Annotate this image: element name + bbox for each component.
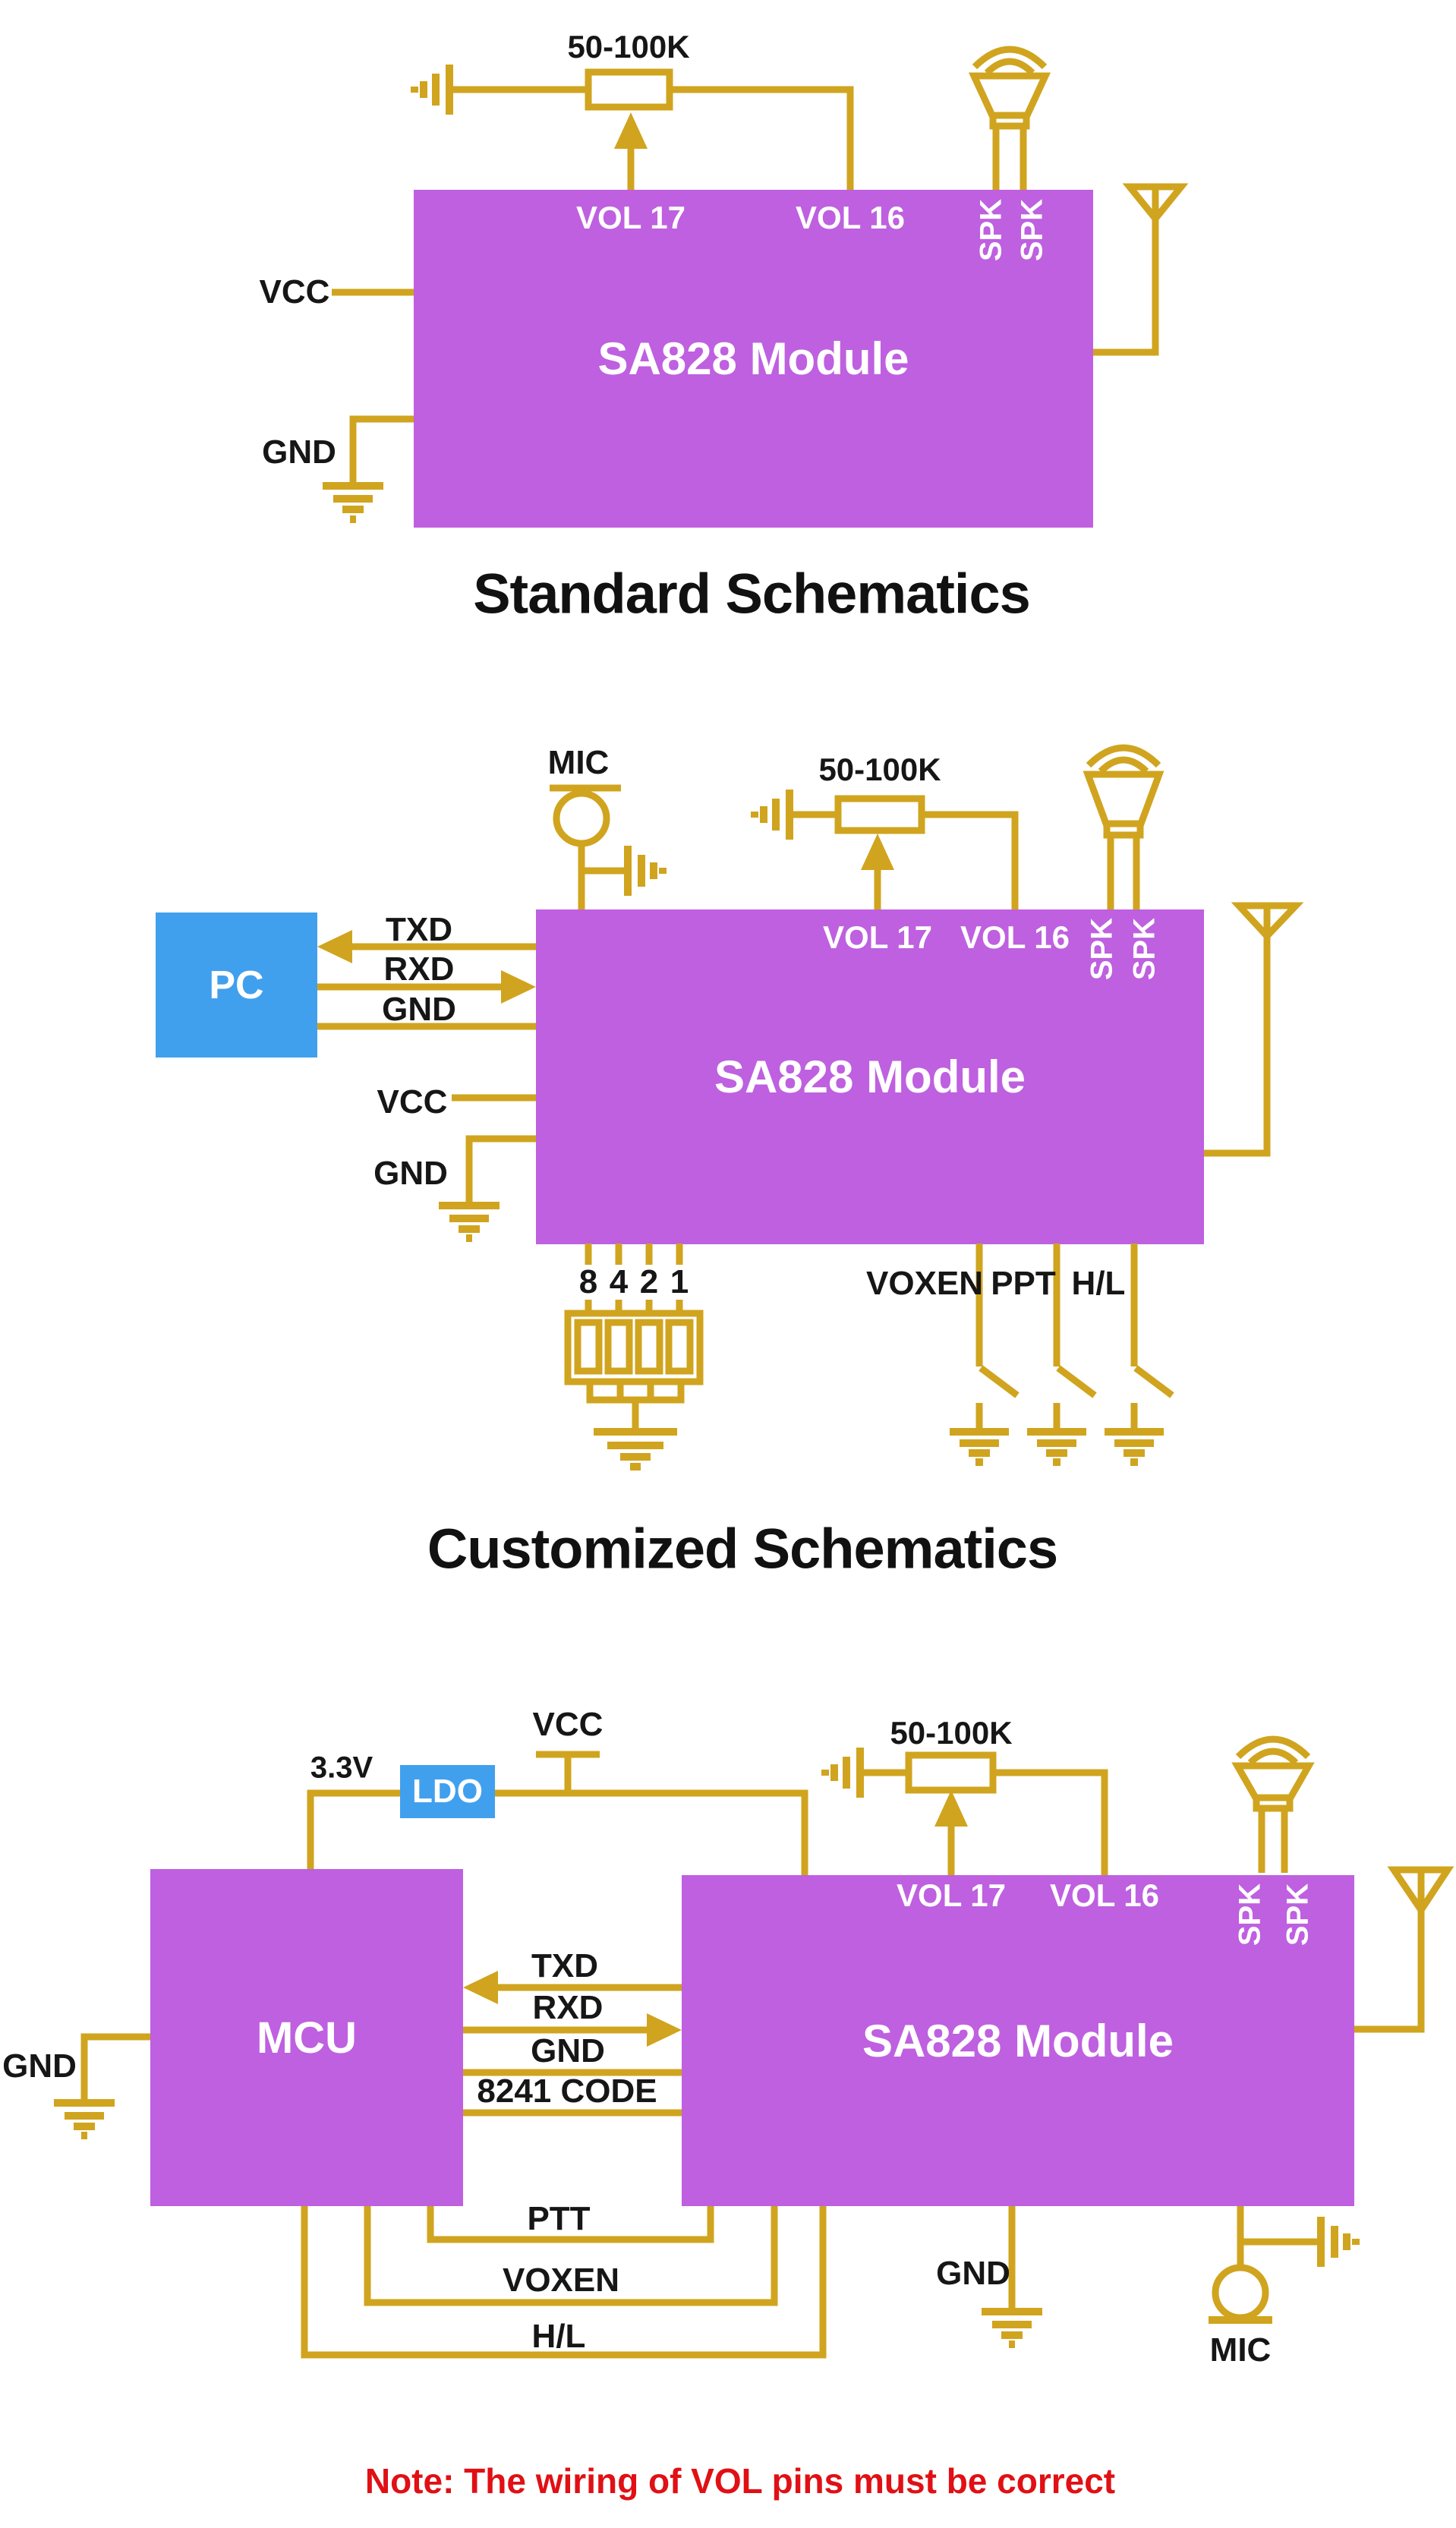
customized-rxd-label: RXD	[383, 950, 455, 988]
standard-module-label: SA828 Module	[597, 333, 909, 384]
gnd-left-wire	[80, 2033, 150, 2103]
pot-ground-icon	[411, 65, 453, 115]
mcu-pot-label: 50-100K	[890, 1715, 1013, 1751]
gnd-wire	[465, 1135, 536, 1206]
antenna-icon	[1354, 1866, 1454, 2033]
antenna-icon	[1093, 183, 1189, 356]
mcu-spk1-pin: SPK	[1233, 1883, 1267, 1946]
txd-arrowhead-icon	[463, 1971, 498, 2004]
pot-ground-icon	[751, 790, 793, 840]
mcu-gnd-left-label: GND	[2, 2047, 77, 2085]
potentiometer	[834, 795, 925, 834]
dip-label-1: 1	[670, 1263, 689, 1300]
dip-label-2: 2	[639, 1263, 659, 1300]
mcu-spk2-pin: SPK	[1281, 1883, 1315, 1946]
mcu-vol17-pin: VOL 17	[897, 1877, 1006, 1913]
dip-label-8: 8	[578, 1263, 598, 1300]
speaker-icon	[1231, 1735, 1315, 1873]
mcu-code-label: 8241 CODE	[477, 2073, 657, 2110]
potentiometer	[905, 1751, 997, 1794]
rxd-arrowhead-icon	[501, 970, 536, 1004]
customized-spk1-pin: SPK	[1085, 917, 1119, 981]
customized-sa828-module-box: SA828 Module	[536, 909, 1204, 1244]
ldo-box: LDO	[400, 1765, 495, 1818]
mcu-hl-label: H/L	[531, 2318, 586, 2355]
mcu-voxen-label: VOXEN	[502, 2262, 620, 2299]
speaker-icon	[1083, 744, 1164, 909]
customized-gnd-label: GND	[373, 1155, 448, 1192]
standard-spk1-pin: SPK	[974, 198, 1008, 262]
speaker-icon	[968, 46, 1051, 190]
standard-gnd-label: GND	[262, 433, 336, 471]
customized-txd-label: TXD	[386, 911, 452, 948]
vol-wiring-note: Note: The wiring of VOL pins must be cor…	[364, 2461, 1116, 2501]
customized-spk2-pin: SPK	[1127, 917, 1161, 981]
mcu-txd-label: TXD	[531, 1947, 598, 1984]
v33-wire	[307, 1789, 400, 1869]
mcu-module-label: SA828 Module	[862, 2015, 1174, 2066]
txd-arrowhead-icon	[317, 930, 352, 963]
ldo-label: LDO	[412, 1773, 483, 1810]
standard-title: Standard Schematics	[473, 562, 1031, 626]
mcu-mic-label: MIC	[1209, 2331, 1272, 2369]
mcu-sa828-module-box: SA828 Module	[682, 1875, 1354, 2206]
pc-label: PC	[209, 963, 264, 1007]
pot-to-vol16-wire	[993, 1769, 1108, 1875]
vol17-arrowhead-icon	[934, 1790, 968, 1827]
mcu-vol16-pin: VOL 16	[1050, 1877, 1159, 1913]
customized-vol17-pin: VOL 17	[823, 919, 932, 955]
antenna-icon	[1204, 902, 1304, 1157]
mcu-v33-label: 3.3V	[310, 1751, 373, 1785]
pot-to-vol16-wire	[922, 811, 1019, 909]
ldo-to-module-wire	[495, 1789, 808, 1875]
standard-sa828-module-box: SA828 Module	[414, 190, 1093, 528]
customized-voxen-label: VOXEN	[865, 1265, 984, 1302]
dip-label-4: 4	[609, 1263, 629, 1300]
mic-icon	[1209, 2206, 1360, 2324]
customized-ppt-label: PPT	[991, 1265, 1056, 1302]
customized-pc-box: PC	[156, 913, 317, 1058]
mcu-box: MCU	[150, 1869, 463, 2206]
mic-icon	[550, 784, 667, 909]
mcu-rxd-label: RXD	[532, 1989, 604, 2026]
mcu-gnd-bottom-label: GND	[936, 2255, 1010, 2292]
gnd-bottom-ground-icon	[982, 2308, 1042, 2348]
pot-ground-icon	[821, 1748, 864, 1798]
gnd-left-ground-icon	[54, 2099, 115, 2139]
customized-hl-label: H/L	[1071, 1265, 1126, 1302]
mcu-vcc-label: VCC	[532, 1706, 604, 1743]
gnd-wire	[349, 415, 414, 486]
rxd-arrowhead-icon	[647, 2013, 682, 2047]
vcc-rail-icon	[536, 1751, 600, 1793]
potentiometer	[585, 68, 673, 111]
customized-vcc-label: VCC	[377, 1083, 448, 1121]
mcu-label: MCU	[256, 2013, 358, 2063]
mcu-gnd-serial-label: GND	[531, 2032, 605, 2069]
customized-vol16-pin: VOL 16	[960, 919, 1070, 955]
customized-module-label: SA828 Module	[714, 1051, 1026, 1102]
ground-icon	[439, 1202, 500, 1242]
customized-title: Customized Schematics	[427, 1517, 1058, 1581]
mcu-ptt-label: PTT	[527, 2200, 591, 2237]
standard-vol17-pin: VOL 17	[576, 200, 685, 235]
pot-to-vol16-wire	[670, 86, 854, 190]
vol17-arrowhead-icon	[614, 112, 648, 149]
customized-gnd-serial-label: GND	[382, 991, 456, 1028]
customized-mic-label: MIC	[547, 744, 610, 781]
standard-vol16-pin: VOL 16	[796, 200, 905, 235]
standard-vcc-label: VCC	[259, 273, 330, 310]
standard-pot-label: 50-100K	[567, 29, 690, 65]
vol17-arrowhead-icon	[861, 834, 894, 870]
standard-spk2-pin: SPK	[1015, 198, 1049, 262]
customized-pot-label: 50-100K	[818, 752, 941, 787]
ground-icon	[323, 482, 383, 523]
